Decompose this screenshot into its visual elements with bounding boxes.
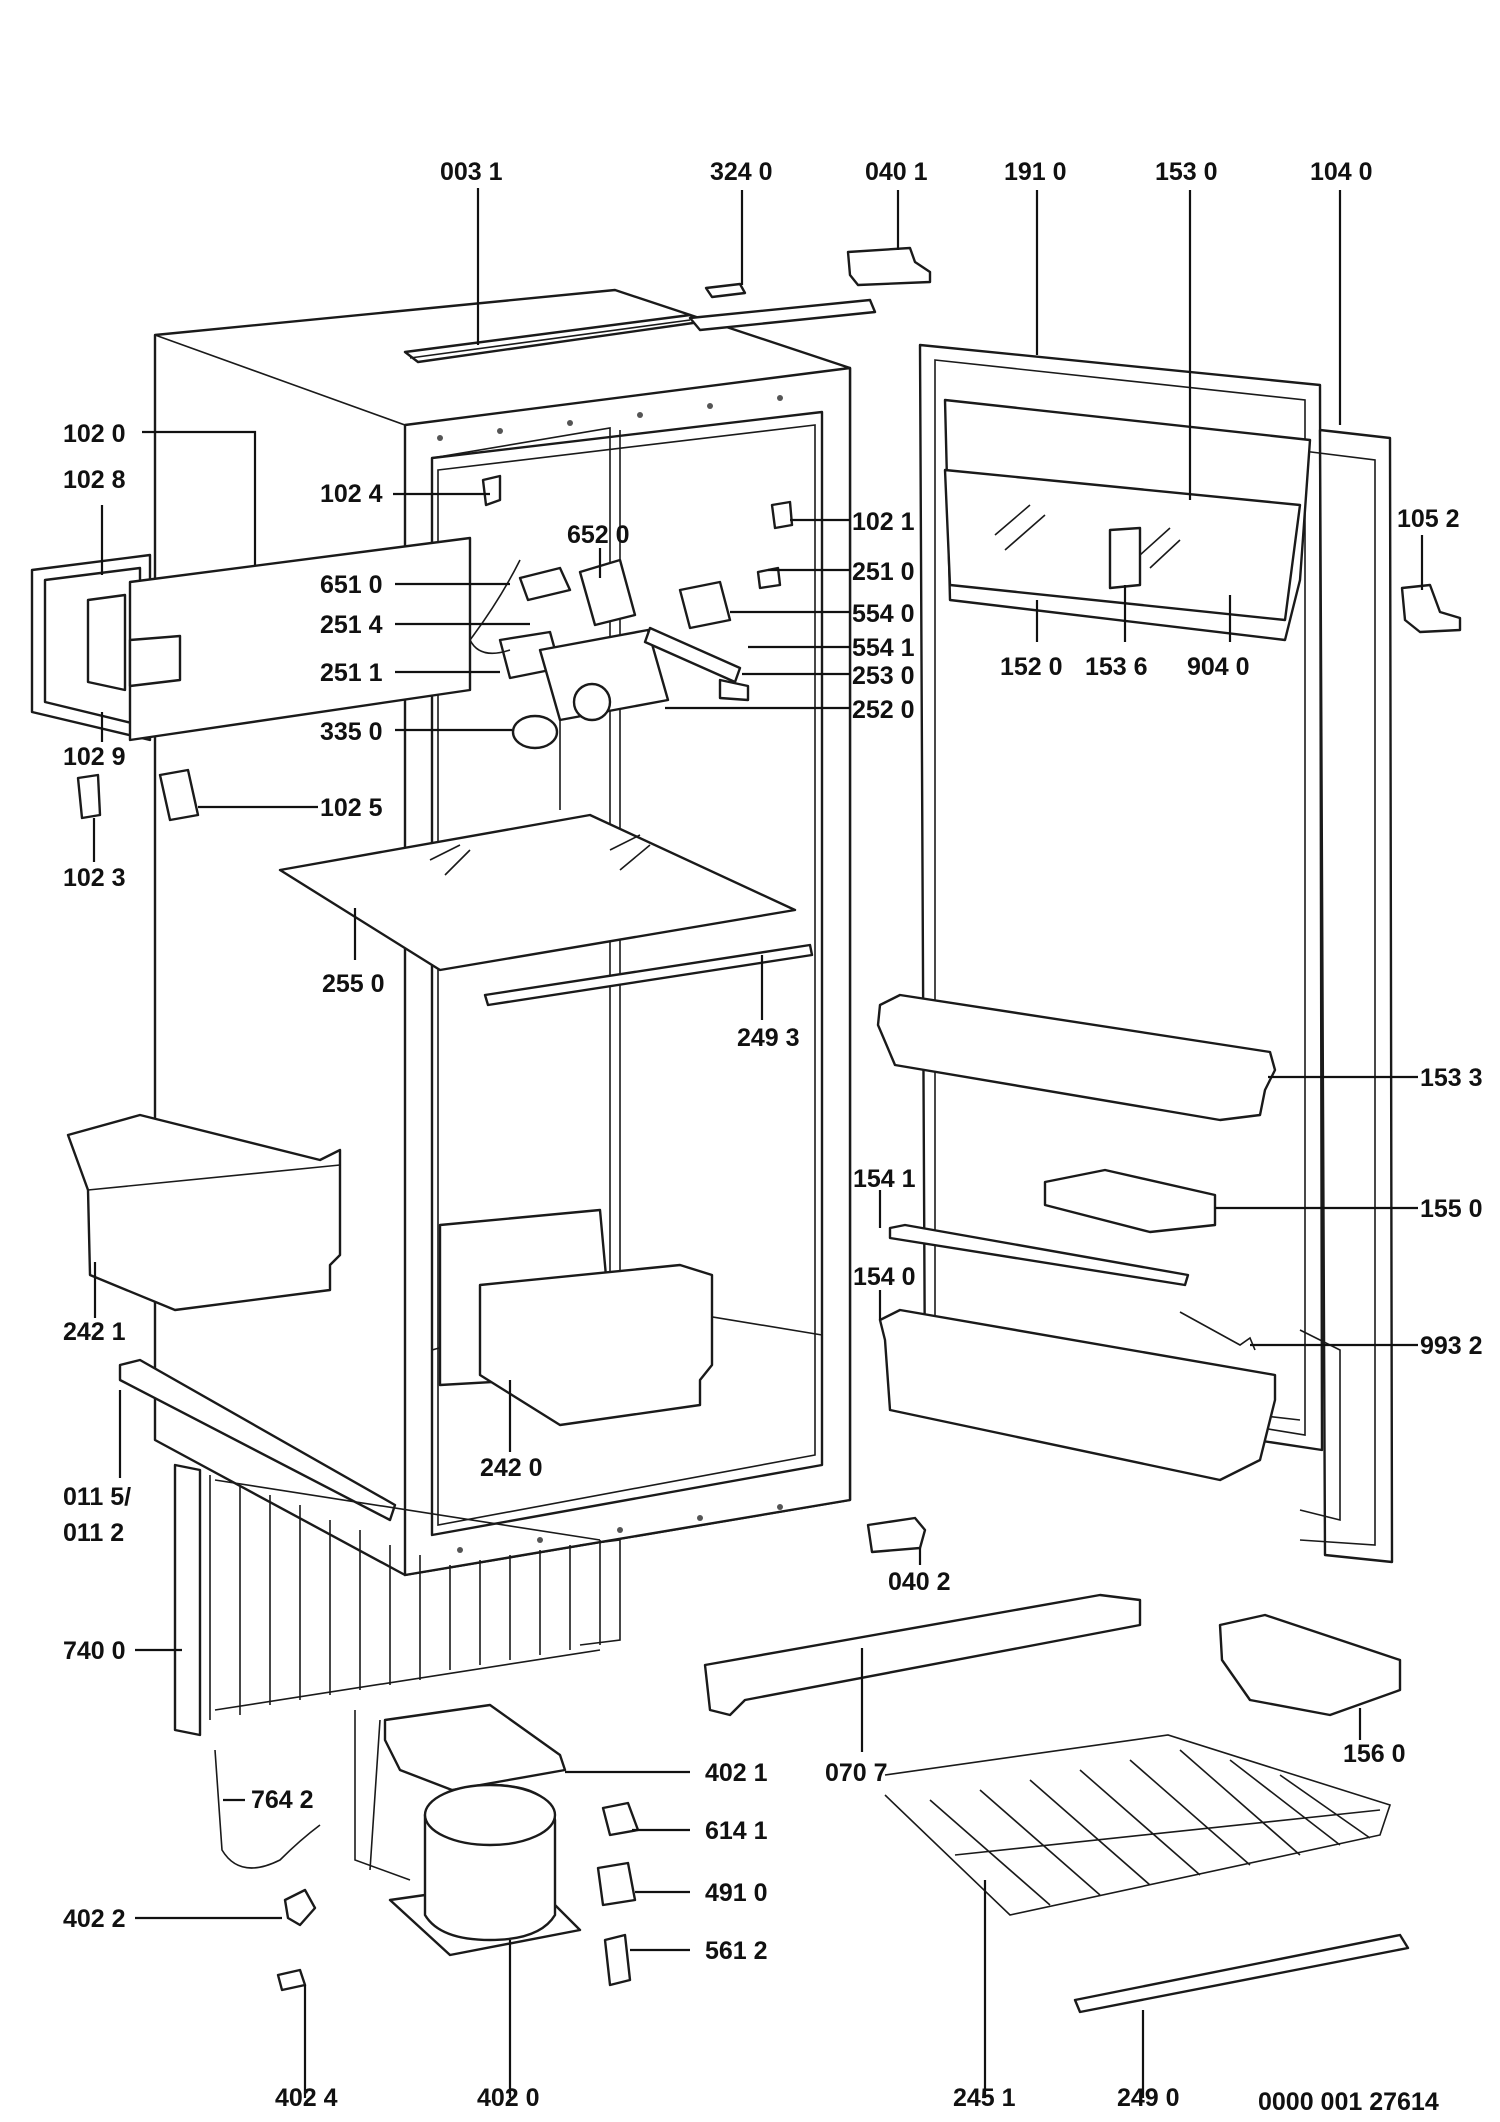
- knob-335-0: [511, 714, 559, 750]
- label-402-2: 402 2: [63, 1905, 126, 1933]
- label-155-0: 155 0: [1420, 1195, 1483, 1223]
- label-245-1: 245 1: [953, 2084, 1016, 2112]
- label-993-2: 993 2: [1420, 1332, 1483, 1360]
- label-904-0: 904 0: [1187, 653, 1250, 681]
- label-740-0: 740 0: [63, 1637, 126, 1665]
- label-249-3: 249 3: [737, 1024, 800, 1052]
- label-102-5: 102 5: [320, 794, 383, 822]
- label-614-1: 614 1: [705, 1817, 768, 1845]
- label-402-1: 402 1: [705, 1759, 768, 1787]
- label-402-0: 402 0: [477, 2084, 540, 2112]
- label-764-2: 764 2: [251, 1786, 314, 1814]
- crisper-242-1: [66, 1113, 342, 1312]
- label-561-2: 561 2: [705, 1937, 768, 1965]
- label-554-0: 554 0: [852, 600, 915, 628]
- part-491-0: [596, 1861, 637, 1907]
- rail-154-1: [888, 1223, 1190, 1287]
- label-251-1: 251 1: [320, 659, 383, 687]
- bracket-402-1: [383, 1703, 567, 1792]
- label-153-6: 153 6: [1085, 653, 1148, 681]
- label-011-2: 011 2: [63, 1519, 124, 1547]
- part-561-2: [603, 1933, 632, 1987]
- hinge-040-2: [866, 1516, 927, 1554]
- label-102-4: 102 4: [320, 480, 383, 508]
- thermostat-assembly: [469, 558, 782, 810]
- label-102-1: 102 1: [852, 508, 915, 536]
- label-102-3: 102 3: [63, 864, 126, 892]
- condenser-740-0: [173, 1463, 621, 1737]
- label-102-8: 102 8: [63, 466, 126, 494]
- door-tray-154-0: [878, 1308, 1277, 1482]
- label-402-4: 402 4: [275, 2084, 338, 2112]
- label-335-0: 335 0: [320, 718, 383, 746]
- part-102-5: [158, 768, 200, 822]
- label-105-2: 105 2: [1397, 505, 1460, 533]
- label-152-0: 152 0: [1000, 653, 1063, 681]
- part-labels: 003 1 324 0 040 1 191 0 153 0 104 0 102 …: [63, 158, 1483, 2116]
- label-253-0: 253 0: [852, 662, 915, 690]
- ice-tray-156-0: [1218, 1613, 1402, 1717]
- label-255-0: 255 0: [322, 970, 385, 998]
- dairy-compartment-153-0: [943, 398, 1312, 642]
- label-252-0: 252 0: [852, 696, 915, 724]
- document-code: 0000 001 27614: [1258, 2088, 1439, 2116]
- label-491-0: 491 0: [705, 1879, 768, 1907]
- part-324-0: [688, 298, 877, 332]
- label-554-1: 554 1: [852, 634, 915, 662]
- label-153-0: 153 0: [1155, 158, 1218, 186]
- label-104-0: 104 0: [1310, 158, 1373, 186]
- part-324-0-clip: [704, 282, 747, 299]
- label-003-1: 003 1: [440, 158, 503, 186]
- tubing: [354, 1710, 411, 1881]
- part-102-3: [76, 773, 102, 820]
- label-324-0: 324 0: [710, 158, 773, 186]
- label-651-0: 651 0: [320, 571, 383, 599]
- label-153-3: 153 3: [1420, 1064, 1483, 1092]
- wire-shelf-245-1: [884, 1734, 1392, 1916]
- rail-070-7: [703, 1593, 1142, 1717]
- label-102-0: 102 0: [63, 420, 126, 448]
- label-154-0: 154 0: [853, 1263, 916, 1291]
- part-402-4: [276, 1968, 307, 1992]
- sensor-764-2: [214, 1749, 321, 1869]
- label-156-0: 156 0: [1343, 1740, 1406, 1768]
- panel-102-0: [30, 536, 472, 742]
- label-242-1: 242 1: [63, 1318, 126, 1346]
- glass-shelf-255-0: [278, 813, 797, 972]
- hinge-040-1: [846, 246, 932, 287]
- leader-lines: [92, 188, 1424, 2098]
- label-249-0: 249 0: [1117, 2084, 1180, 2112]
- label-242-0: 242 0: [480, 1454, 543, 1482]
- label-652-0: 652 0: [567, 521, 630, 549]
- rail-249-0: [1073, 1933, 1410, 2014]
- label-011-5: 011 5/: [63, 1483, 131, 1511]
- label-070-7: 070 7: [825, 1759, 888, 1787]
- label-251-0: 251 0: [852, 558, 915, 586]
- label-154-1: 154 1: [853, 1165, 916, 1193]
- rail-011-5: [118, 1358, 397, 1522]
- label-040-2: 040 2: [888, 1568, 951, 1596]
- compressor-402-0: [388, 1783, 582, 1957]
- door-tray-153-3: [876, 993, 1277, 1122]
- label-040-1: 040 1: [865, 158, 928, 186]
- clip-102-4: [481, 474, 502, 507]
- egg-tray-155-0: [1043, 1168, 1217, 1234]
- hinge-105-2: [1400, 583, 1462, 634]
- drawer-242-0: [438, 1208, 714, 1427]
- shelf-rail-249-3: [483, 943, 814, 1007]
- part-402-2: [283, 1888, 317, 1927]
- clip-102-1: [770, 500, 794, 530]
- label-191-0: 191 0: [1004, 158, 1067, 186]
- label-251-4: 251 4: [320, 611, 383, 639]
- label-102-9: 102 9: [63, 743, 126, 771]
